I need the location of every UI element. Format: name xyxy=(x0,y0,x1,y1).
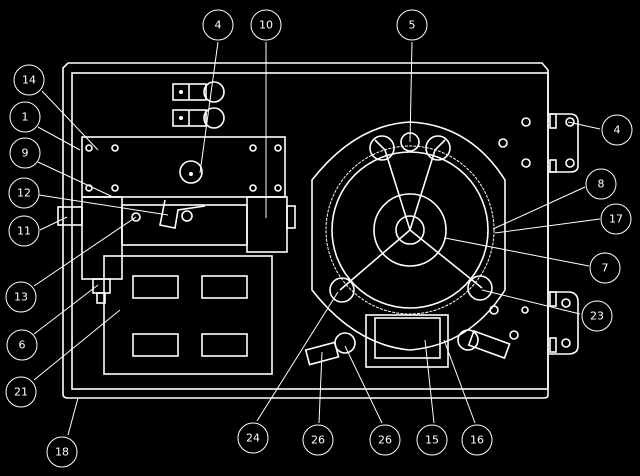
balloon-6: 6 xyxy=(6,329,38,361)
lower-fixture-plate xyxy=(103,255,273,375)
svg-text:24: 24 xyxy=(246,432,260,445)
rotary-table xyxy=(311,121,506,351)
slide-rail xyxy=(57,196,296,304)
bottom-clamp-block xyxy=(365,314,449,368)
balloon-26-b: 26 xyxy=(369,424,401,456)
svg-text:12: 12 xyxy=(17,187,31,200)
balloon-11: 11 xyxy=(8,215,40,247)
small-clamps-bottom xyxy=(304,329,511,366)
svg-text:18: 18 xyxy=(55,446,69,459)
svg-text:17: 17 xyxy=(609,213,623,226)
svg-text:16: 16 xyxy=(470,434,484,447)
svg-text:26: 26 xyxy=(311,434,325,447)
svg-text:11: 11 xyxy=(17,225,31,238)
balloon-4-right: 4 xyxy=(601,114,633,146)
balloon-23: 23 xyxy=(581,300,613,332)
svg-text:15: 15 xyxy=(425,434,439,447)
balloon-13: 13 xyxy=(5,281,37,313)
svg-text:1: 1 xyxy=(22,111,29,124)
svg-text:8: 8 xyxy=(598,178,605,191)
svg-text:4: 4 xyxy=(614,124,621,137)
balloon-15: 15 xyxy=(416,424,448,456)
balloon-17: 17 xyxy=(600,203,632,235)
svg-text:14: 14 xyxy=(22,74,36,87)
balloon-1: 1 xyxy=(9,101,41,133)
balloon-10: 10 xyxy=(250,9,282,41)
svg-text:5: 5 xyxy=(409,19,416,32)
upper-block xyxy=(81,136,286,198)
svg-text:21: 21 xyxy=(14,386,28,399)
balloon-8: 8 xyxy=(585,168,617,200)
balloon-12: 12 xyxy=(8,177,40,209)
svg-text:10: 10 xyxy=(259,19,273,32)
plate-holes xyxy=(489,117,531,340)
balloon-24: 24 xyxy=(237,422,269,454)
balloon-18: 18 xyxy=(46,436,78,468)
leader-lines xyxy=(33,41,601,436)
balloon-21: 21 xyxy=(5,376,37,408)
svg-text:13: 13 xyxy=(14,291,28,304)
balloon-14: 14 xyxy=(13,64,45,96)
balloon-5: 5 xyxy=(396,9,428,41)
svg-text:7: 7 xyxy=(602,262,609,275)
balloon-9: 9 xyxy=(9,137,41,169)
svg-text:6: 6 xyxy=(19,339,26,352)
balloon-26-a: 26 xyxy=(302,424,334,456)
balloon-4-top: 4 xyxy=(202,9,234,41)
base-plate xyxy=(62,62,549,399)
hinge-bottom xyxy=(548,291,579,355)
balloon-7: 7 xyxy=(589,252,621,284)
balloon-16: 16 xyxy=(461,424,493,456)
svg-text:23: 23 xyxy=(590,310,604,323)
svg-text:26: 26 xyxy=(378,434,392,447)
svg-text:4: 4 xyxy=(215,19,222,32)
svg-text:9: 9 xyxy=(22,147,29,160)
hinge-top xyxy=(548,113,579,173)
toggle-clamps-top xyxy=(172,81,225,129)
